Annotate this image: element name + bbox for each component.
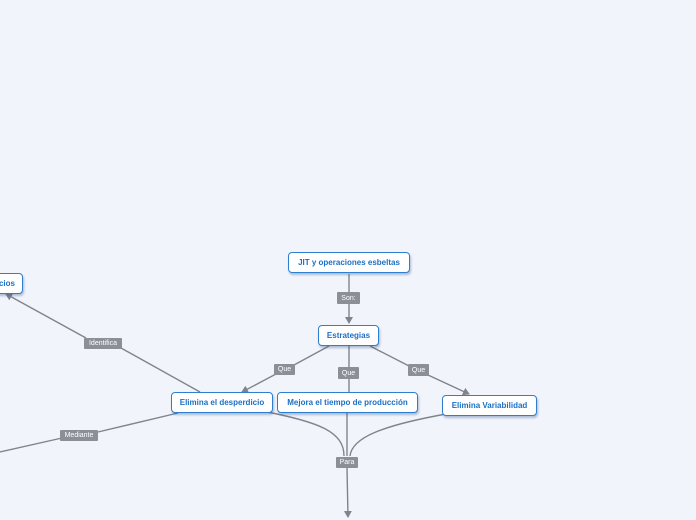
edge-estrategias-variability-arrow (427, 374, 470, 396)
edge-label-que-right-text: Que (411, 366, 426, 374)
edge-mediante-out (0, 437, 63, 453)
edge-label-son: Son: (337, 292, 360, 304)
edge-estrategias-waste (293, 345, 330, 366)
edge-estrategias-waste-arrow (241, 373, 277, 393)
node-partial-left[interactable]: cios (0, 273, 23, 294)
edge-label-que-left: Que (274, 364, 295, 375)
node-mejora-tiempo-label: Mejora el tiempo de producción (287, 398, 408, 407)
edge-label-mediante-text: Mediante (64, 432, 94, 439)
node-root-jit[interactable]: JIT y operaciones esbeltas (288, 252, 410, 273)
edge-label-identifica-text: Identifica (88, 340, 118, 347)
edge-label-son-text: Son: (341, 294, 356, 302)
edge-label-que-center: Que (338, 367, 359, 379)
edge-label-identifica: Identifica (84, 338, 122, 349)
edge-label-para: Para (336, 457, 358, 468)
edge-label-que-right: Que (408, 364, 429, 376)
node-root-label: JIT y operaciones esbeltas (298, 258, 400, 267)
edge-waste-mediante (97, 412, 179, 433)
edge-label-que-center-text: Que (341, 369, 356, 377)
edge-estrategias-variability (369, 345, 410, 367)
edge-variability-para (349, 413, 447, 457)
edge-waste-para (261, 410, 345, 457)
node-elimina-variabilidad-label: Elimina Variabilidad (451, 401, 528, 410)
edge-identifica-arrow (5, 293, 87, 339)
edge-label-que-left-text: Que (277, 366, 292, 373)
node-elimina-desperdicio-label: Elimina el desperdicio (179, 398, 265, 407)
node-estrategias-label: Estrategias (326, 331, 371, 340)
node-elimina-variabilidad[interactable]: Elimina Variabilidad (442, 395, 537, 416)
node-partial-left-label: cios (0, 279, 15, 288)
node-elimina-desperdicio[interactable]: Elimina el desperdicio (171, 392, 273, 413)
node-estrategias[interactable]: Estrategias (318, 325, 379, 346)
edge-para-down (343, 467, 352, 518)
edge-label-para-text: Para (339, 459, 355, 466)
edge-waste-identifica (120, 347, 201, 393)
node-mejora-tiempo[interactable]: Mejora el tiempo de producción (277, 392, 418, 413)
edge-label-mediante: Mediante (60, 430, 98, 441)
